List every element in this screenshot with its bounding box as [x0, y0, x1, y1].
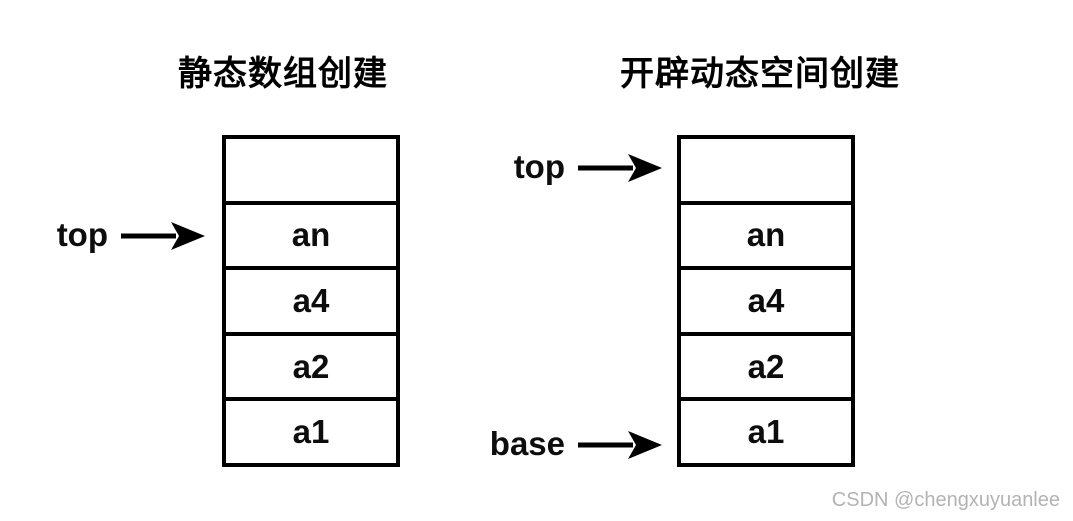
- dynamic-space-title: 开辟动态空间创建: [620, 55, 900, 93]
- stack-cell-a1: a1: [747, 413, 785, 451]
- csdn-watermark: CSDN @chengxuyuanlee: [831, 489, 1060, 511]
- stack-cell-an: an: [681, 205, 851, 271]
- pointer-base-right: base: [490, 425, 662, 465]
- static-array-title: 静态数组创建: [178, 55, 388, 93]
- arrow-right-icon: [578, 154, 662, 182]
- stack-cell-a2: a2: [681, 336, 851, 402]
- stack-cell-a4: a4: [681, 270, 851, 336]
- stack-cell-empty: [226, 139, 396, 205]
- dynamic-space-stack: an a4 a2 a1: [677, 135, 855, 467]
- stack-cell-empty: [681, 139, 851, 205]
- arrow-right-icon: [121, 222, 205, 250]
- arrow-right-icon: [578, 431, 662, 459]
- pointer-label-top: top: [513, 147, 565, 185]
- stack-cell-a2: a2: [226, 336, 396, 402]
- stack-cell-a1: a1: [292, 413, 330, 451]
- pointer-top-left: top: [57, 216, 205, 256]
- pointer-top-right: top: [514, 148, 662, 188]
- pointer-label-base: base: [489, 424, 565, 462]
- stack-cell-an: an: [226, 205, 396, 271]
- static-array-stack: an a4 a2 a1: [222, 135, 400, 467]
- pointer-label-top: top: [56, 215, 108, 253]
- stack-cell-a4: a4: [226, 270, 396, 336]
